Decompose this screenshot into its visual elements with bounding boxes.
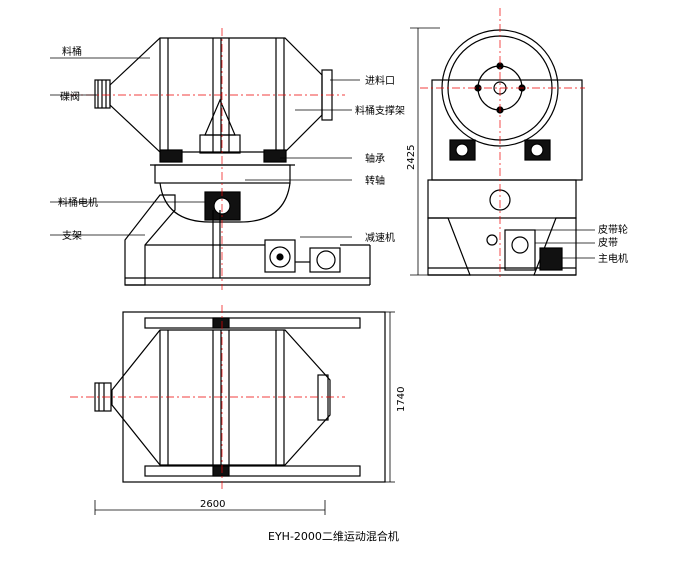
label-barrel-motor: 料桶电机 [58,196,98,209]
top-dimensions [94,311,395,515]
label-main-motor: 主电机 [598,252,628,265]
stand [124,194,176,286]
label-reducer: 减速机 [365,231,395,244]
reducer [264,239,296,273]
dimension-width: 2600 [200,499,225,510]
dimension-depth: 1740 [396,387,407,412]
label-barrel: 料桶 [62,45,82,58]
label-rotating-shaft: 转轴 [365,174,385,187]
drawing-caption: EYH-2000二维运动混合机 [268,529,399,543]
label-barrel-support: 料桶支撑架 [355,104,405,117]
label-belt: 皮带 [598,236,618,249]
side-leaders [530,229,595,259]
label-bearing: 轴承 [365,152,385,165]
top-view [70,305,386,490]
front-leaders [50,57,360,238]
label-pulley: 皮带轮 [598,223,628,236]
top-barrel-body [111,329,331,466]
label-inlet: 进料口 [365,74,395,87]
side-view [420,8,585,280]
dimension-height: 2425 [406,145,417,170]
bearing-left [159,149,183,163]
height-dimension [410,27,440,276]
label-stand: 支架 [62,230,82,242]
label-butterfly-valve: 碟阀 [60,90,80,103]
front-view [70,28,371,290]
bearing-right [263,149,287,163]
